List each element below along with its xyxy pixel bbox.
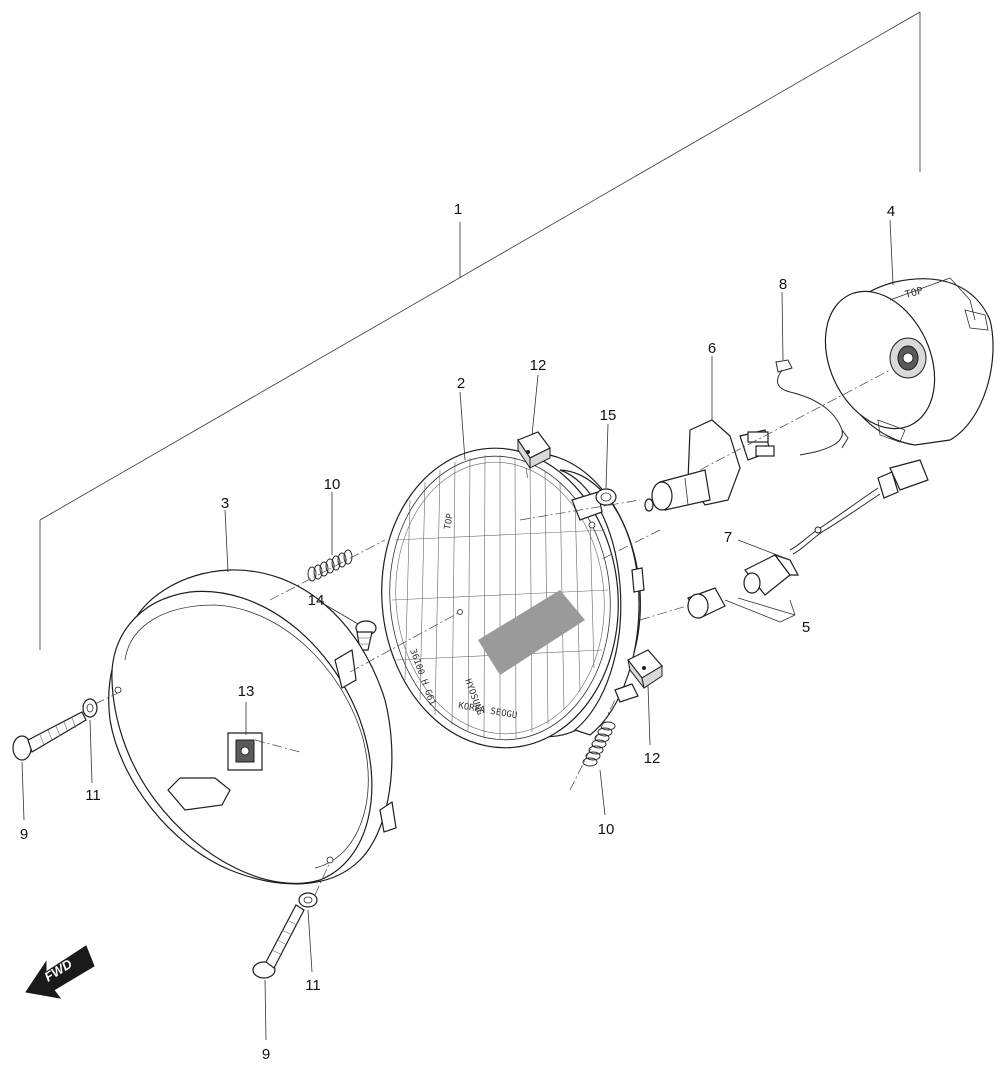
screw-9-lower bbox=[252, 904, 305, 979]
screw-14 bbox=[355, 620, 377, 651]
fwd-arrow: FWD bbox=[25, 945, 95, 999]
callout-4: 4 bbox=[887, 203, 895, 220]
assembly-bracket bbox=[39, 11, 921, 650]
lens-flute-pattern bbox=[391, 454, 609, 740]
position-lamp-bulb bbox=[743, 553, 799, 596]
rubber-block-top bbox=[517, 431, 551, 470]
callout-10-lower: 10 bbox=[598, 821, 615, 838]
screw-9-upper bbox=[12, 711, 87, 761]
callout-9-lower: 9 bbox=[262, 1046, 270, 1063]
adjusting-spring-lower bbox=[582, 721, 616, 767]
callout-labels: 1 2 3 4 5 6 7 8 9 9 10 10 11 11 12 12 13… bbox=[20, 201, 895, 1063]
callout-11-upper: 11 bbox=[85, 787, 101, 804]
washer-15 bbox=[595, 488, 617, 506]
callout-10-upper: 10 bbox=[324, 476, 341, 493]
lens-top-marking: TOP bbox=[443, 512, 456, 530]
adjuster-plate bbox=[227, 732, 263, 771]
callout-2: 2 bbox=[457, 375, 465, 392]
bulb-retaining-spring bbox=[775, 359, 849, 456]
callout-3: 3 bbox=[221, 495, 229, 512]
callout-15: 15 bbox=[600, 407, 617, 424]
callout-1: 1 bbox=[454, 201, 462, 218]
callout-9-upper: 9 bbox=[20, 826, 28, 843]
alignment-lines bbox=[94, 369, 891, 896]
halogen-bulb bbox=[644, 419, 775, 512]
headlight-lens-unit: TOP HYOSUNG 36100 H G61 KOREA SEOGU bbox=[381, 447, 645, 749]
callout-12-lower: 12 bbox=[644, 750, 661, 767]
callout-13: 13 bbox=[238, 683, 255, 700]
callout-5: 5 bbox=[802, 619, 810, 636]
headlight-rim bbox=[108, 569, 397, 885]
leader-lines bbox=[21, 219, 894, 1041]
rubber-block-bottom bbox=[627, 649, 663, 689]
callout-6: 6 bbox=[708, 340, 716, 357]
callout-11-lower: 11 bbox=[305, 977, 321, 994]
housing-top-marking: TOP bbox=[904, 286, 924, 301]
bulb-socket-harness bbox=[687, 459, 929, 623]
callout-14: 14 bbox=[308, 592, 325, 609]
headlight-housing: TOP bbox=[824, 277, 994, 446]
washer-11-upper bbox=[82, 698, 98, 718]
callout-8: 8 bbox=[779, 276, 787, 293]
washer-11-lower bbox=[298, 892, 318, 908]
callout-7: 7 bbox=[724, 529, 732, 546]
callout-12-upper: 12 bbox=[530, 357, 547, 374]
